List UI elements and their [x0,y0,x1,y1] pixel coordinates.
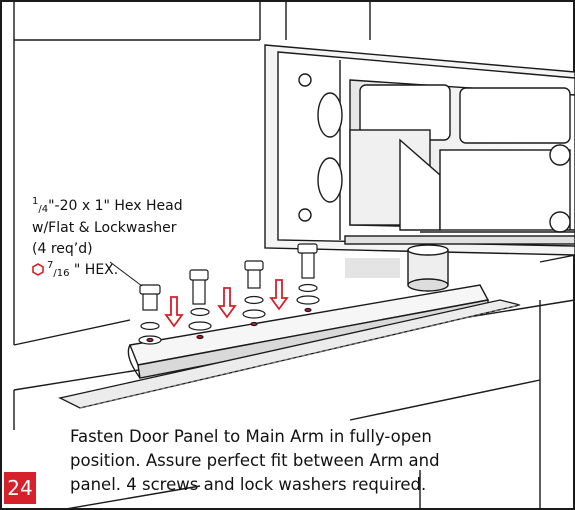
install-arrow-1 [164,296,184,328]
main-arm-hub [345,244,449,292]
install-arrow-3 [269,279,289,311]
door-frame [13,1,575,510]
main-arm [127,284,490,379]
fastener-set-4 [296,243,320,313]
callout-line-1: 1/4"-20 x 1" Hex Head [32,196,183,215]
fastener-set-2 [188,269,212,340]
door-panel-channel [58,299,521,409]
fastener-set-3 [242,260,266,327]
fastener-callout: 1/4"-20 x 1" Hex Head w/Flat & Lockwashe… [32,196,232,282]
callout-hex-size: 7/16 " HEX. [32,260,232,282]
install-arrow-2 [217,287,237,319]
operator-plate [264,44,575,256]
callout-leader [109,261,143,287]
hex-nut-icon [32,263,44,276]
callout-line-2: w/Flat & Lockwasher [32,220,177,236]
fastener-set-1 [138,284,162,345]
callout-line-3: (4 req’d) [32,241,93,257]
step-caption: Fasten Door Panel to Main Arm in fully-o… [70,427,440,494]
step-number-badge: 24 [4,472,36,504]
